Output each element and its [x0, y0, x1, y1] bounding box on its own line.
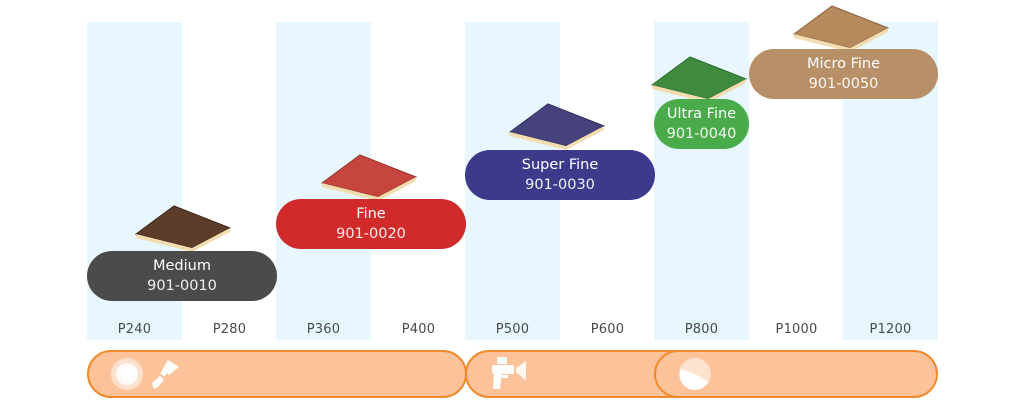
grit-label: P500: [495, 322, 530, 337]
product-name: Fine: [356, 206, 386, 222]
polishing-pad-icon: [679, 358, 711, 390]
application-band-sanding: [87, 350, 467, 398]
grit-label: P1200: [869, 322, 912, 337]
product-name: Super Fine: [521, 157, 599, 173]
product-pill-ultra-fine: Ultra Fine 901-0040: [654, 99, 749, 149]
product-code: 901-0010: [147, 278, 217, 294]
product-code: 901-0040: [666, 126, 737, 142]
product-name: Ultra Fine: [666, 106, 737, 122]
sanding-pad-super-fine-image: [508, 103, 606, 150]
grit-label: P600: [590, 322, 625, 337]
product-code: 901-0030: [525, 177, 595, 193]
spray-gun-icon: [492, 357, 526, 389]
sanding-pad-ultra-fine-image: [650, 56, 748, 103]
sanding-pad-medium-image: [134, 205, 232, 252]
grit-label: P240: [117, 322, 152, 337]
sanding-pad-fine-image: [320, 154, 418, 201]
product-pill-super-fine: Super Fine 901-0030: [465, 150, 655, 200]
product-name: Medium: [153, 258, 211, 274]
product-pill-medium: Medium 901-0010: [87, 251, 277, 301]
product-pill-fine: Fine 901-0020: [276, 199, 466, 249]
sanding-pad-micro-fine-image: [792, 5, 890, 52]
product-pill-micro-fine: Micro Fine 901-0050: [749, 49, 938, 99]
grit-label: P360: [306, 322, 341, 337]
grit-label: P400: [401, 322, 436, 337]
grit-label: P1000: [775, 322, 818, 337]
grit-label: P800: [684, 322, 719, 337]
grit-label: P280: [212, 322, 247, 337]
product-code: 901-0020: [336, 226, 406, 242]
sanding-disc-icon: [111, 358, 143, 390]
product-name: Micro Fine: [806, 56, 881, 72]
putty-knife-icon: [152, 360, 179, 389]
product-code: 901-0050: [808, 76, 879, 92]
